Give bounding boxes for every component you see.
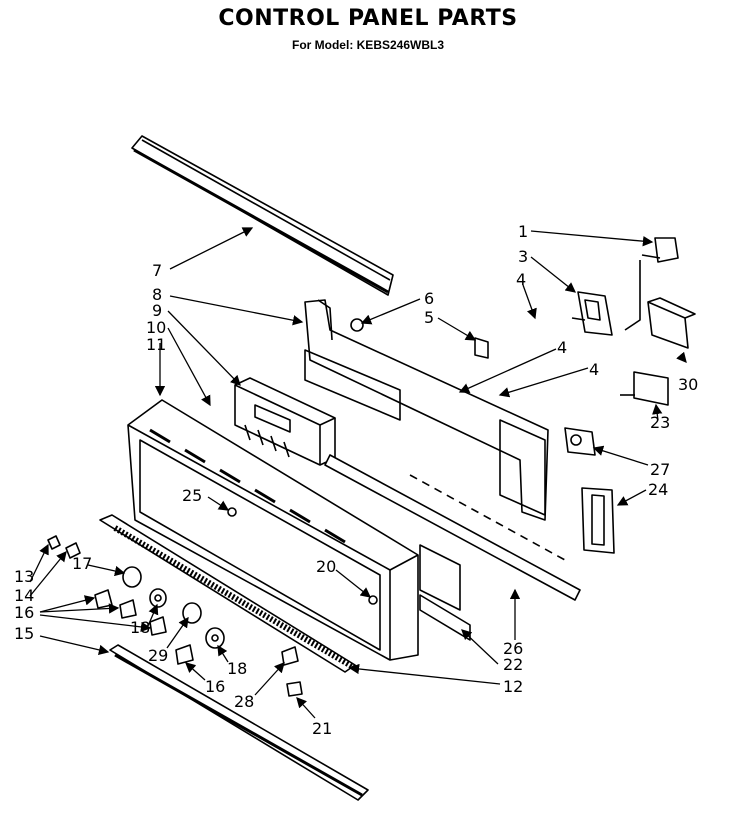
dial-29 [182,602,202,624]
bottom-trim-strip [109,644,369,801]
screw-25 [227,507,237,517]
callout-25: 25 [182,486,202,505]
callout-4-mid: 4 [557,338,567,357]
callout-3: 3 [518,247,528,266]
callout-27: 27 [650,460,670,479]
callout-21: 21 [312,719,332,738]
callout-23: 23 [650,413,670,432]
page-title: CONTROL PANEL PARTS [218,6,518,31]
callout-16-left: 16 [14,603,34,622]
relay-23 [620,371,669,406]
callout-9: 9 [152,301,162,320]
switch-27 [564,427,596,456]
relay-30 [647,297,696,349]
callout-30: 30 [678,375,698,394]
callout-4-low: 4 [589,360,599,379]
knob-16-low [149,616,167,636]
long-rod [324,454,581,601]
switch-3 [571,291,613,336]
callout-12: 12 [503,677,523,696]
callout-22: 22 [503,655,523,674]
model-subtitle: For Model: KEBS246WBL3 [291,38,444,52]
top-trim-strip [131,135,394,296]
knob-16-left [94,589,113,609]
callout-28: 28 [234,692,254,711]
callout-29: 29 [148,646,168,665]
connector-5 [474,337,489,359]
callout-1: 1 [518,222,528,241]
callout-6: 6 [424,289,434,308]
lower-channel [419,544,471,641]
callout-8: 8 [152,285,162,304]
callout-20: 20 [316,557,336,576]
control-panel-frame [127,399,419,661]
callout-16-bottom: 16 [205,677,225,696]
callout-13: 13 [14,567,34,586]
mounting-plate [304,299,549,521]
bracket-24 [581,487,615,554]
knob-28 [281,646,299,666]
callout-5: 5 [424,308,434,327]
knob-14 [65,542,81,559]
part-21 [286,681,303,697]
callout-24: 24 [648,480,668,499]
display-board [234,377,336,466]
callout-7: 7 [152,261,162,280]
callout-18-left: 18 [130,618,150,637]
dial-18-left [149,588,167,608]
leader-lines [29,227,687,719]
callout-15: 15 [14,624,34,643]
clip-6 [350,318,364,332]
knob-16-bottom [175,644,194,665]
callout-26: 26 [503,639,523,658]
callout-17: 17 [72,554,92,573]
dial-18-right [205,627,225,649]
knob-13 [47,535,61,550]
knob-16-mid [119,599,137,619]
callout-4-top: 4 [516,270,526,289]
callout-14: 14 [14,586,34,605]
switch-1 [624,237,679,331]
screw-20 [368,595,378,605]
callout-18-right: 18 [227,659,247,678]
callout-11: 11 [146,335,166,354]
callout-10: 10 [146,318,166,337]
dial-17 [122,566,142,588]
